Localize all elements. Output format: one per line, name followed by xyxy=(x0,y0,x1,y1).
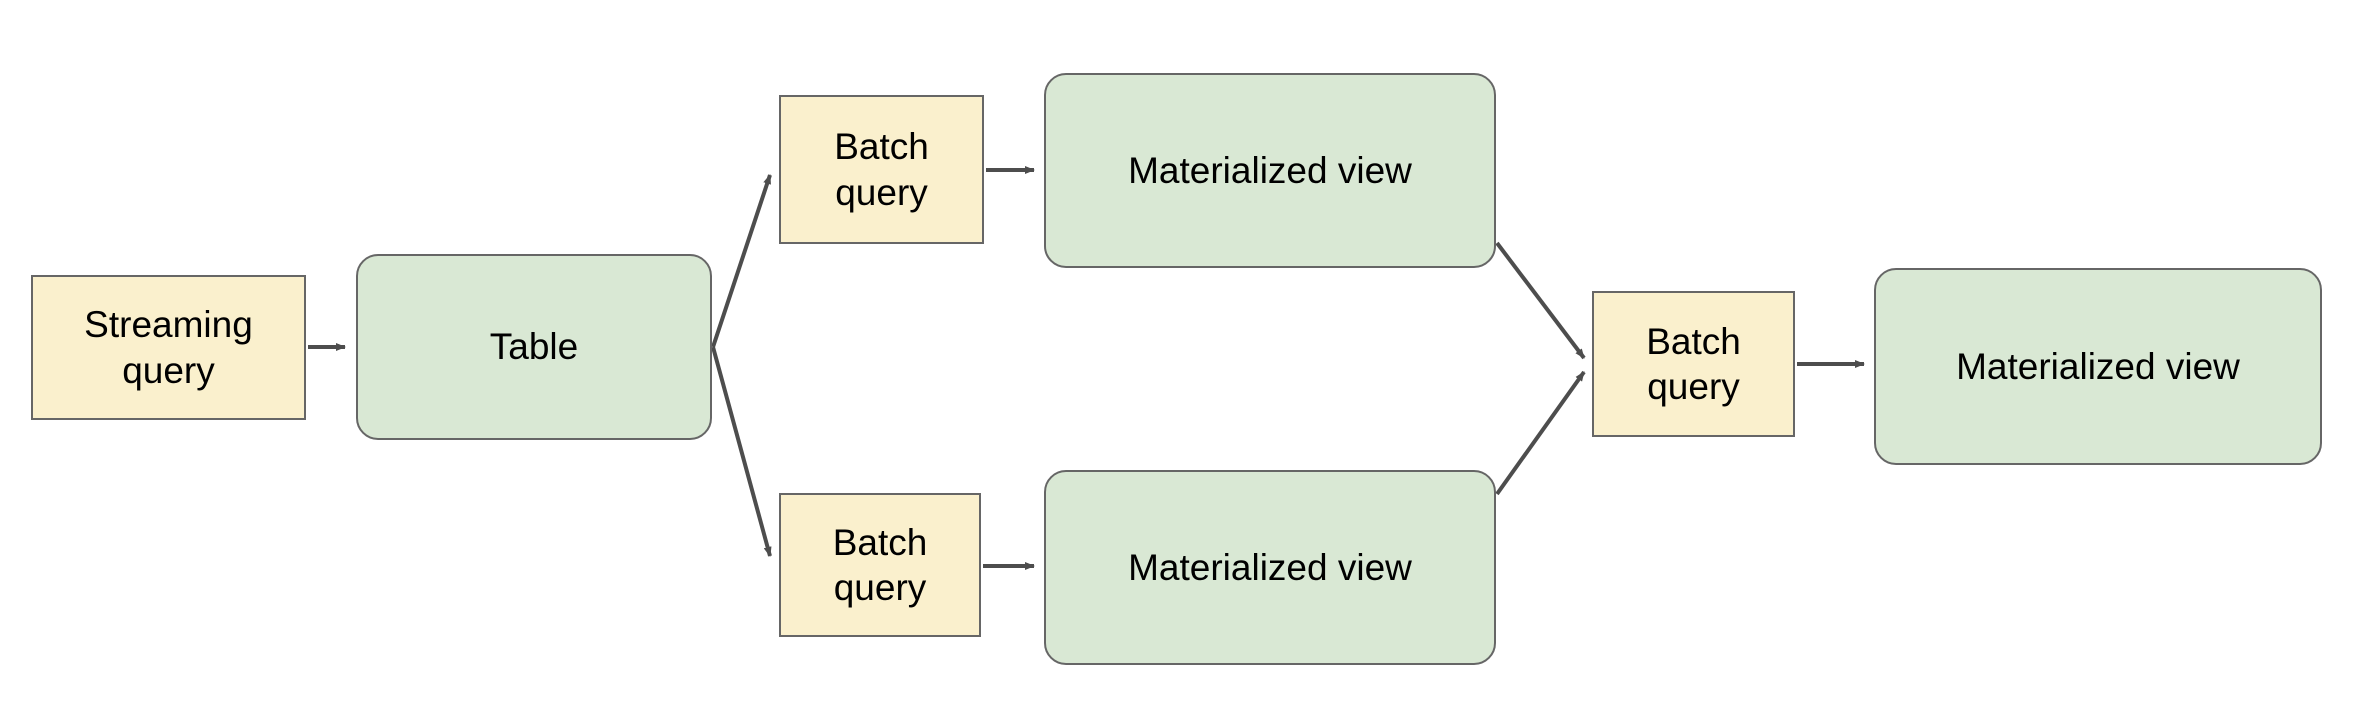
node-table[interactable]: Table xyxy=(356,254,712,440)
node-label: Batch query xyxy=(1646,320,1741,407)
node-materialized-view-bottom[interactable]: Materialized view xyxy=(1044,470,1496,665)
node-label: Streaming query xyxy=(84,304,253,391)
node-label: Batch query xyxy=(834,126,929,213)
node-batch-query-bottom[interactable]: Batch query xyxy=(779,493,981,637)
node-label: Batch query xyxy=(832,521,928,608)
edge-table-to-batch-query-bottom xyxy=(711,346,772,557)
edge-materialized-view-bottom-to-batch-query-merge xyxy=(1495,370,1586,496)
edge-materialized-view-top-to-batch-query-merge xyxy=(1495,241,1586,360)
node-label: Materialized view xyxy=(1128,546,1412,588)
node-label: Materialized view xyxy=(1128,149,1412,191)
node-batch-query-merge[interactable]: Batch query xyxy=(1592,291,1795,437)
node-materialized-view-final[interactable]: Materialized view xyxy=(1874,268,2322,465)
node-streaming-query[interactable]: Streaming query xyxy=(31,275,306,420)
node-batch-query-top[interactable]: Batch query xyxy=(779,95,984,244)
node-label: Materialized view xyxy=(1956,345,2240,387)
edge-table-to-batch-query-top xyxy=(711,174,772,348)
node-materialized-view-top[interactable]: Materialized view xyxy=(1044,73,1496,268)
node-label: Table xyxy=(489,326,579,368)
